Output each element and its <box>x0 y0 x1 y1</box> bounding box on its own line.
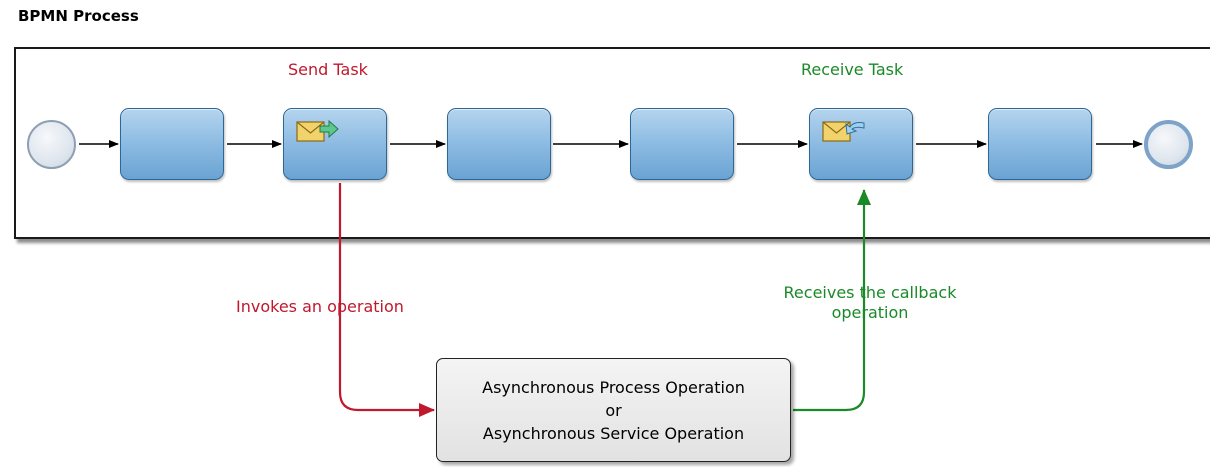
invoke-operation-label: Invokes an operation <box>236 297 404 316</box>
operation-line2: or <box>605 400 622 420</box>
envelope-send-icon <box>296 119 339 142</box>
end-event[interactable] <box>1144 120 1193 169</box>
receive-task[interactable] <box>809 108 913 180</box>
send-task-label: Send Task <box>288 60 368 79</box>
start-event[interactable] <box>27 120 76 169</box>
task-1[interactable] <box>120 108 224 180</box>
receive-task-label: Receive Task <box>801 60 904 79</box>
send-task[interactable] <box>283 108 387 180</box>
callback-label-line2: operation <box>831 303 909 322</box>
callback-label: Receives the callback operation <box>760 283 980 323</box>
diagram-title: BPMN Process <box>18 7 139 25</box>
callback-label-line1: Receives the callback <box>783 283 957 302</box>
envelope-receive-icon <box>822 121 865 142</box>
callback-connector <box>793 189 871 412</box>
invoke-connector <box>338 183 435 417</box>
task-4[interactable] <box>630 108 734 180</box>
task-3[interactable] <box>447 108 551 180</box>
task-6[interactable] <box>988 108 1092 180</box>
operation-line3: Asynchronous Service Operation <box>482 423 745 443</box>
async-operation-box[interactable]: Asynchronous Process Operation or Asynch… <box>436 358 791 462</box>
operation-line1: Asynchronous Process Operation <box>482 377 745 397</box>
